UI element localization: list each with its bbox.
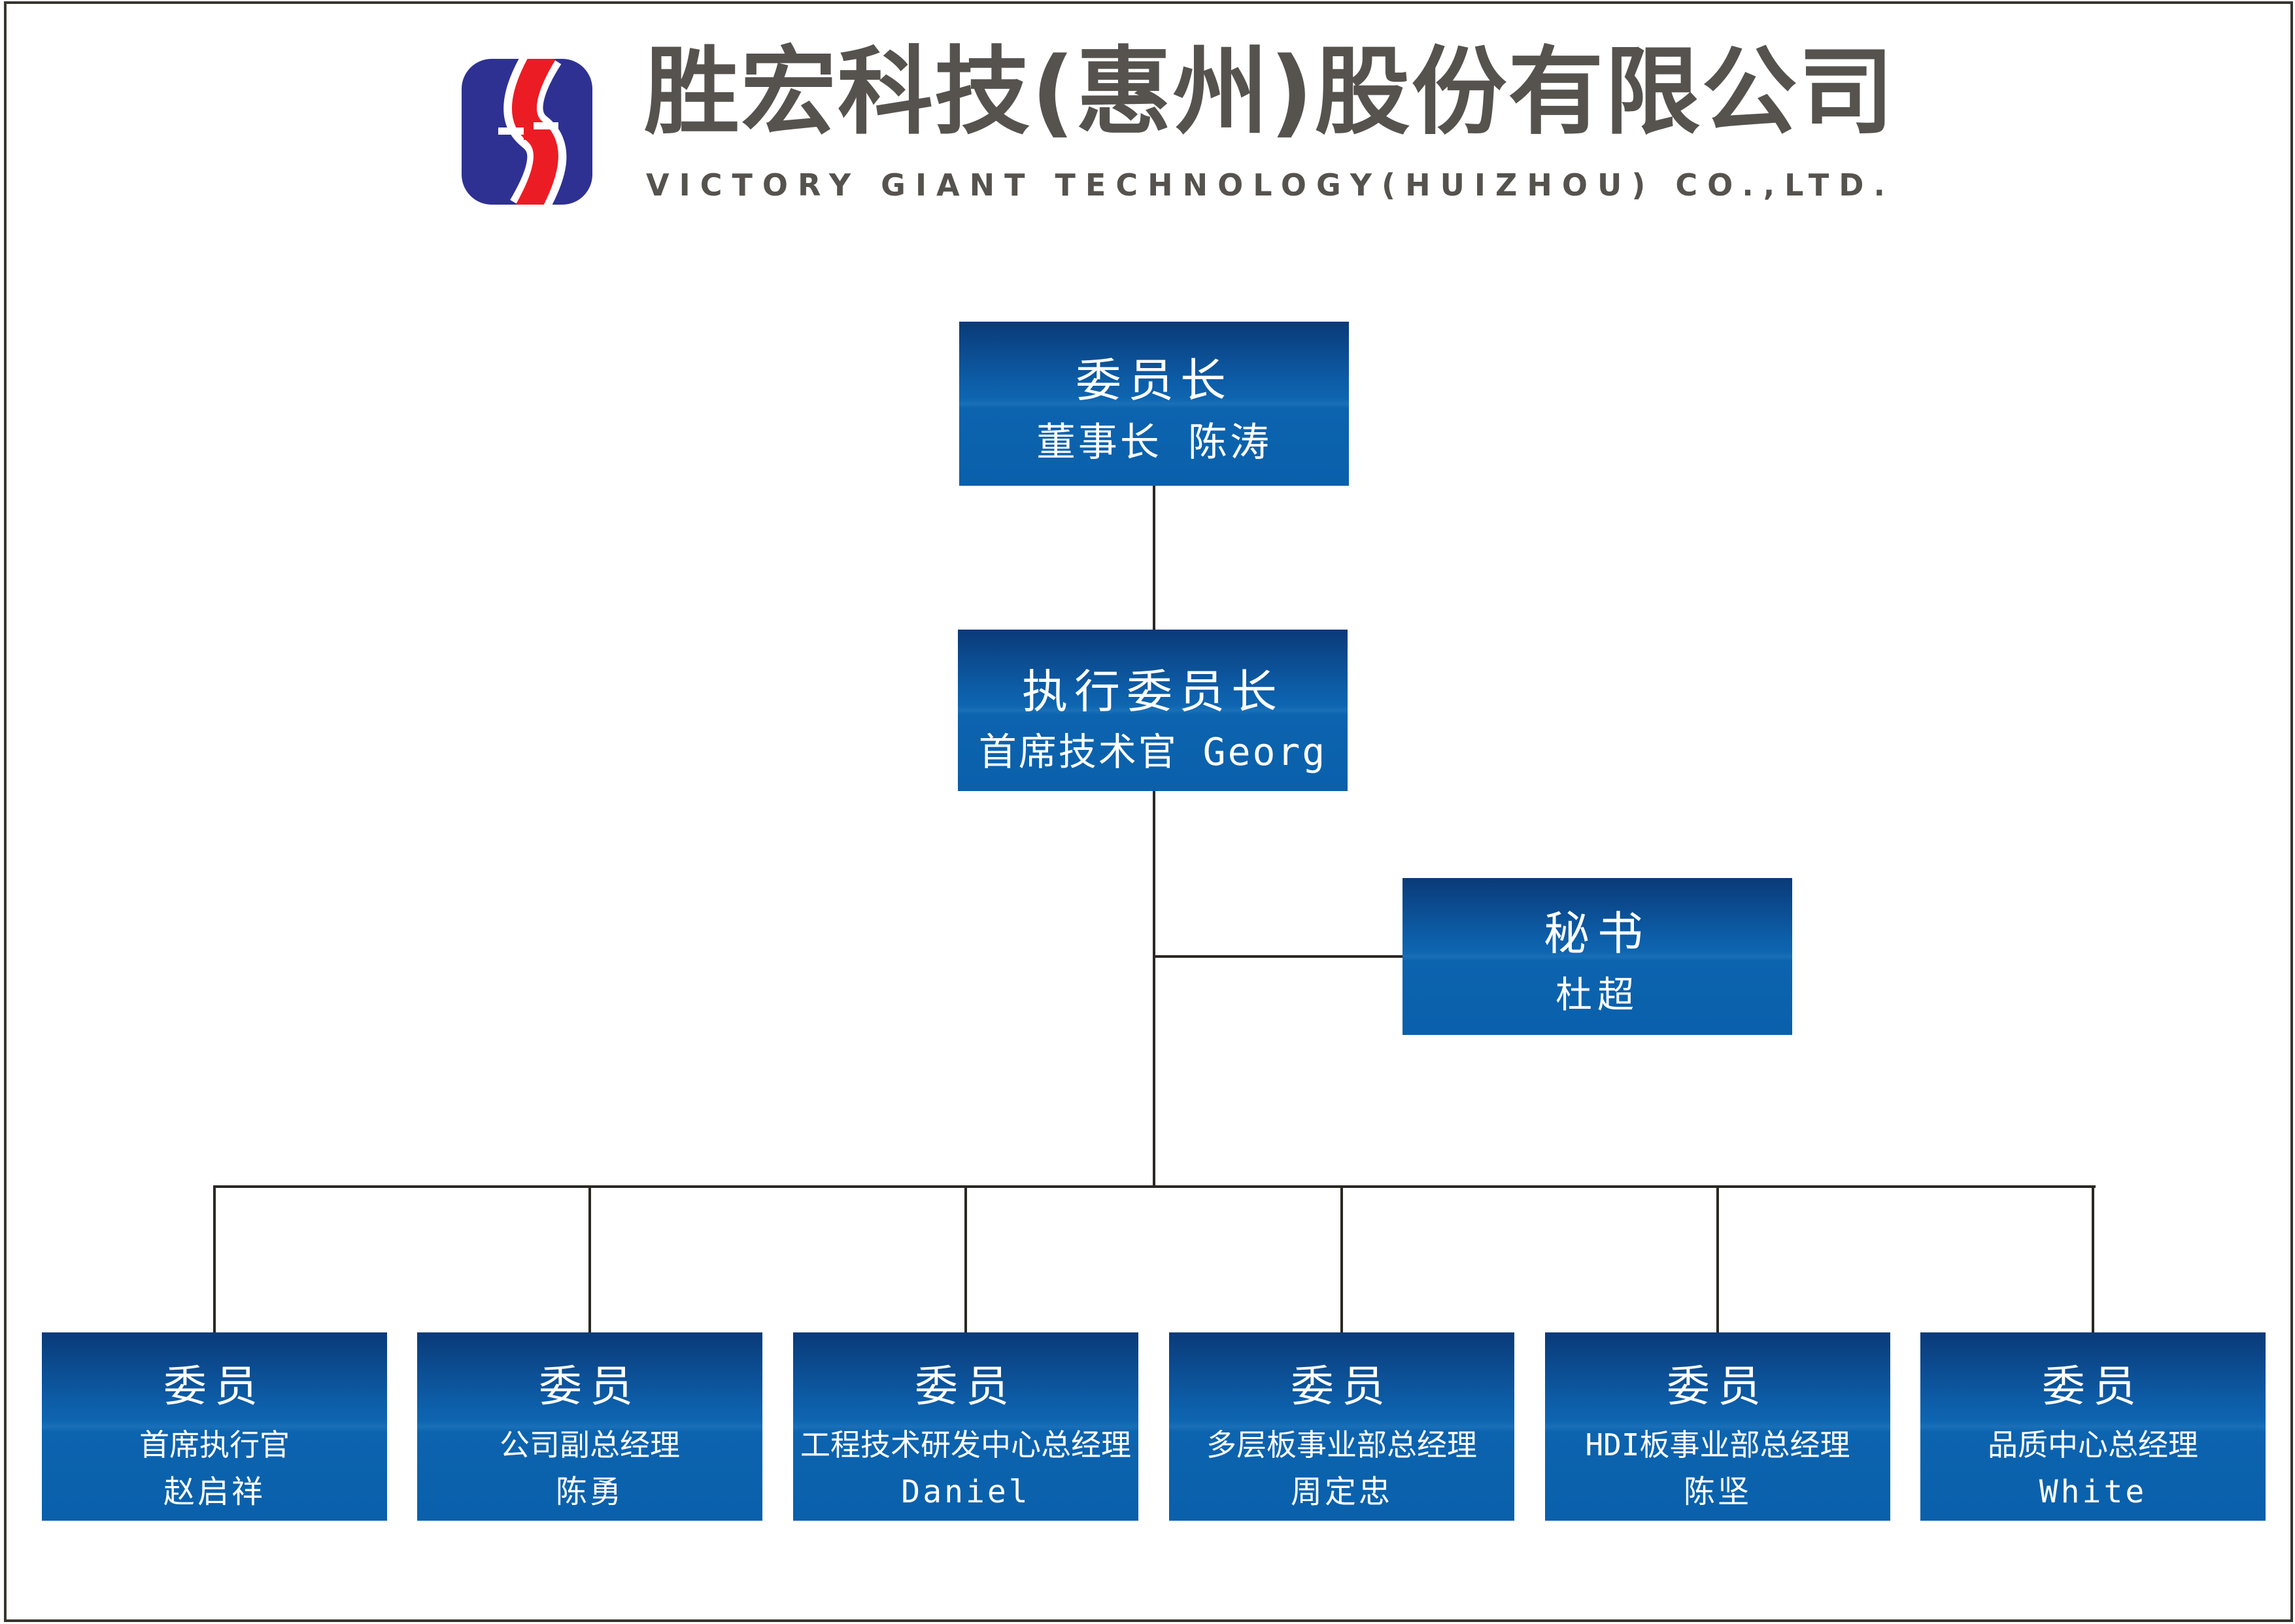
node-role: 公司副总经理 xyxy=(500,1427,680,1463)
node-title: 委员 xyxy=(915,1361,1017,1412)
node-member-rnd-center-gm: 委员 工程技术研发中心总经理 Daniel xyxy=(793,1332,1138,1521)
node-role: 工程技术研发中心总经理 xyxy=(800,1427,1131,1463)
node-role: HDI板事业部总经理 xyxy=(1585,1427,1850,1463)
node-member-hdi-bu-gm: 委员 HDI板事业部总经理 陈坚 xyxy=(1545,1332,1890,1521)
node-secretary: 秘书 杜超 xyxy=(1402,878,1792,1035)
node-subtitle: 杜超 xyxy=(1556,974,1639,1017)
connector-main-horizontal xyxy=(213,1185,2096,1188)
connector-exec-down xyxy=(1153,791,1155,1188)
node-member-multilayer-bu-gm: 委员 多层板事业部总经理 周定忠 xyxy=(1169,1332,1514,1521)
node-person-name: 陈坚 xyxy=(1683,1474,1752,1510)
node-person-name: Daniel xyxy=(901,1474,1030,1510)
company-name-chinese: 胜宏科技(惠州)股份有限公司 xyxy=(644,37,1896,148)
connector-drop-1 xyxy=(213,1187,216,1332)
connector-drop-3 xyxy=(964,1187,967,1332)
node-role: 首席执行官 xyxy=(139,1427,290,1463)
node-executive-chairman: 执行委员长 首席技术官 Georg xyxy=(958,630,1348,791)
node-title: 委员 xyxy=(539,1361,641,1412)
node-role: 多层板事业部总经理 xyxy=(1206,1427,1477,1463)
node-person-name: 陈勇 xyxy=(555,1474,624,1510)
connector-to-secretary xyxy=(1154,955,1402,958)
node-title: 委员 xyxy=(2042,1361,2144,1412)
node-subtitle: 董事长 陈涛 xyxy=(1036,420,1272,465)
node-member-deputy-gm: 委员 公司副总经理 陈勇 xyxy=(417,1332,762,1521)
node-title: 委员 xyxy=(1667,1361,1769,1412)
connector-drop-6 xyxy=(2092,1187,2094,1332)
node-person-name: 赵启祥 xyxy=(163,1474,265,1510)
connector-drop-4 xyxy=(1340,1187,1343,1332)
node-member-quality-center-gm: 委员 品质中心总经理 White xyxy=(1920,1332,2266,1521)
connector-chairman-exec xyxy=(1153,486,1155,630)
company-name-english: VICTORY GIANT TECHNOLOGY(HUIZHOU) CO.,LT… xyxy=(646,167,1895,203)
node-member-ceo: 委员 首席执行官 赵启祥 xyxy=(42,1332,387,1521)
node-title: 秘书 xyxy=(1544,907,1651,960)
company-logo-icon xyxy=(462,42,592,220)
connector-drop-5 xyxy=(1716,1187,1719,1332)
node-title: 委员 xyxy=(163,1361,265,1412)
node-title: 委员长 xyxy=(1076,354,1232,407)
node-chairman: 委员长 董事长 陈涛 xyxy=(959,322,1349,486)
node-person-name: 周定忠 xyxy=(1290,1474,1393,1510)
node-person-name: White xyxy=(2039,1474,2147,1510)
connector-drop-2 xyxy=(588,1187,591,1332)
node-subtitle: 首席技术官 Georg xyxy=(978,730,1327,774)
node-title: 委员 xyxy=(1291,1361,1393,1412)
node-role: 品质中心总经理 xyxy=(1988,1427,2198,1463)
node-title: 执行委员长 xyxy=(1022,665,1284,719)
